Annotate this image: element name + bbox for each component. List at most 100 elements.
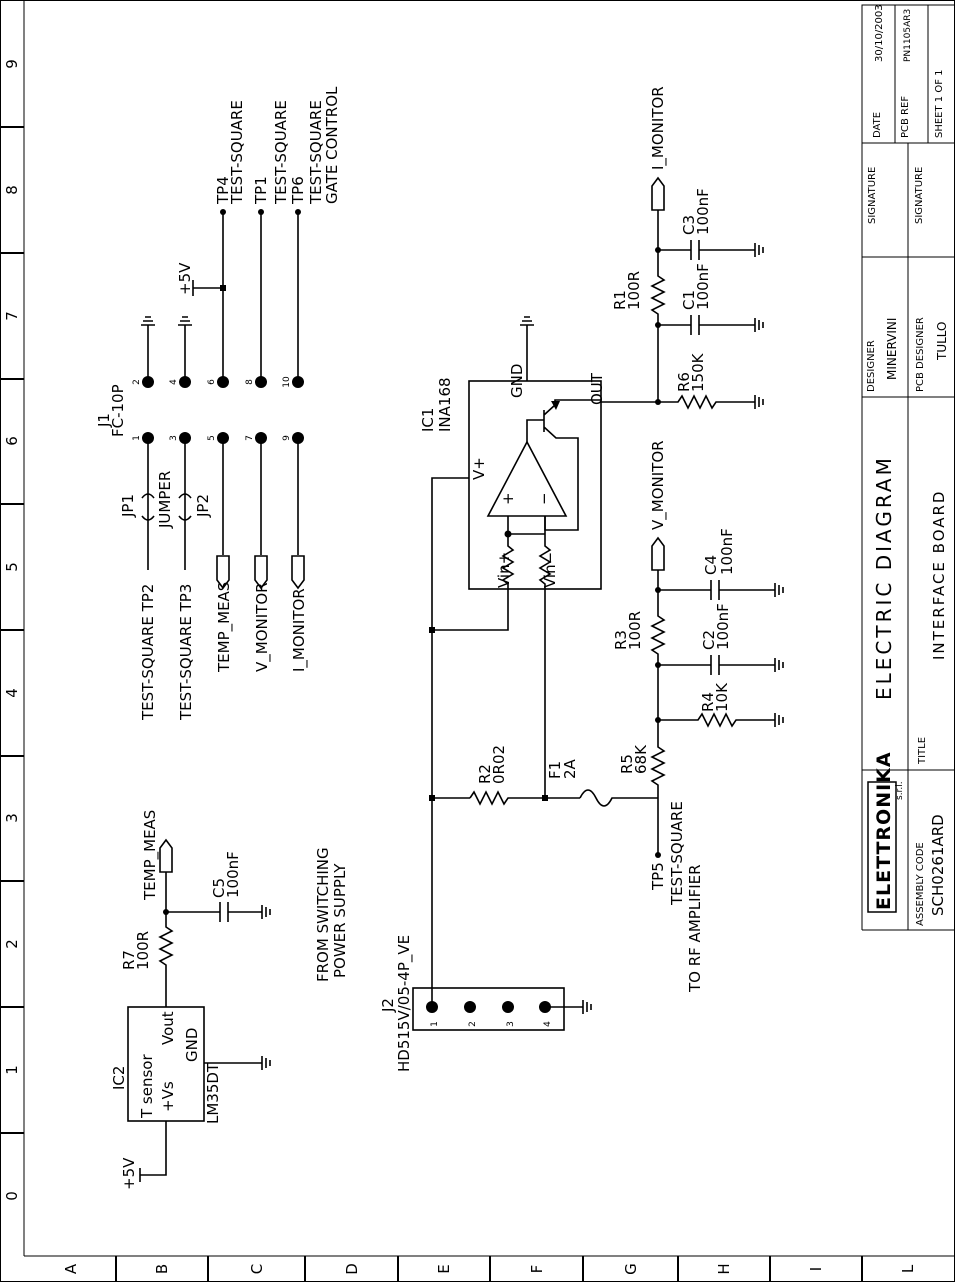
- schematic-label: PN1105AR3: [903, 9, 913, 62]
- r7-resistor: [158, 912, 174, 1007]
- schematic-label: Vout: [159, 1011, 177, 1045]
- connector-j1: J1 FC-10P 1 3 5 7 9 2 4 6 8 10 JP1: [95, 86, 341, 721]
- schematic-label: PCB DESIGNER: [915, 317, 926, 392]
- power-path: R2 0R02 F1 2A: [429, 594, 658, 1005]
- schematic-label: ELECTRIC DIAGRAM: [872, 455, 896, 700]
- opamp-triangle: [486, 440, 568, 517]
- row-label: I: [807, 1267, 825, 1271]
- schematic-label: 68K: [632, 744, 650, 774]
- row-label: F: [528, 1265, 546, 1274]
- f1-fuse: [579, 789, 658, 807]
- frame-column-labels: 0 1 2 3 4 5 6 7 8 9: [3, 59, 21, 1201]
- schematic-label: 6: [207, 379, 217, 385]
- schematic-label: ASSEMBLY CODE: [915, 842, 926, 926]
- schematic-label: 2: [468, 1021, 478, 1027]
- schematic-label: C5: [210, 878, 228, 898]
- schematic-label: 150K: [689, 352, 707, 392]
- i-monitor-port-right: [651, 176, 665, 211]
- ground-icon: [774, 713, 784, 727]
- schematic-label: +5V: [120, 1157, 138, 1190]
- ground-icon: [754, 395, 764, 409]
- row-label: B: [153, 1264, 171, 1274]
- schematic-label: ELETTRONIKA: [873, 751, 895, 910]
- schematic-label: TITLE: [917, 737, 928, 765]
- schematic-label: PCB REF: [900, 96, 911, 138]
- temp-meas-port: [216, 555, 230, 590]
- column-label: 2: [3, 939, 21, 949]
- schematic-label: 100R: [626, 611, 644, 650]
- schematic-label: 3: [169, 435, 179, 441]
- row-label: G: [622, 1263, 640, 1275]
- schematic-label: 30/10/2003: [874, 4, 885, 62]
- jp1-ref: JP1: [119, 494, 137, 518]
- row-label: L: [899, 1264, 917, 1273]
- ground-icon: [178, 316, 192, 326]
- schematic-label: LM35DT: [204, 1062, 222, 1124]
- schematic-label: INTERFACE BOARD: [930, 490, 948, 660]
- schematic-label: SHEET 1 OF 1: [934, 70, 945, 139]
- tp4-name: TEST-SQUARE: [228, 100, 246, 205]
- schematic-label: POWER SUPPLY: [331, 863, 349, 978]
- r5-resistor: [650, 720, 666, 798]
- schematic-label: TO RF AMPLIFIER: [686, 864, 704, 993]
- j1-part: FC-10P: [109, 384, 127, 437]
- column-label: 5: [3, 562, 21, 572]
- schematic-label: TP5: [649, 862, 667, 891]
- schematic-label: TEMP_MEAS: [141, 810, 160, 901]
- schematic-label: R4: [699, 692, 717, 712]
- signal-tp2: TEST-SQUARE TP2: [139, 584, 157, 721]
- column-label: 4: [3, 688, 21, 698]
- schematic-label: C3: [680, 215, 698, 235]
- schematic-label: OUT: [588, 372, 606, 405]
- schematic-label: T sensor: [138, 1054, 156, 1119]
- schematic-label: TULLO: [935, 321, 949, 361]
- row-label: A: [62, 1263, 80, 1274]
- tp1-name: TEST-SQUARE: [272, 100, 290, 205]
- jp2-symbol: [178, 493, 192, 521]
- schematic-label: Vin+: [495, 552, 513, 588]
- schematic-label: 2A: [561, 758, 579, 779]
- schematic-label: +Vs: [159, 1081, 177, 1112]
- r2-resistor: [469, 790, 545, 806]
- schematic-label: GND: [508, 364, 526, 398]
- schematic-label: SIGNATURE: [914, 167, 925, 224]
- schematic-label: 5: [207, 435, 217, 441]
- schematic-label: 0R02: [490, 745, 508, 784]
- schematic-label: +: [499, 492, 517, 505]
- column-label: 7: [3, 311, 21, 321]
- plus5v-label: +5V: [176, 262, 194, 295]
- schematic-label: 100nF: [224, 851, 242, 898]
- signal-tp3: TEST-SQUARE TP3: [177, 584, 195, 721]
- j1-ref: J1: [95, 413, 113, 428]
- frame-row-labels: A B C D E F G H I L: [62, 1263, 917, 1275]
- schematic-label: 100R: [625, 271, 643, 310]
- signal-i-monitor: I_MONITOR: [290, 588, 309, 672]
- c4-capacitor: [658, 580, 775, 600]
- v-monitor-port-right: [651, 536, 665, 571]
- connector-j2: 1 2 3 4 J2 HD515V/05-4P_VE FROM SWITCHIN…: [314, 847, 592, 1072]
- schematic-label: DATE: [872, 112, 883, 138]
- c1-capacitor: [658, 315, 755, 335]
- schematic-label: R2: [476, 764, 494, 784]
- schematic-label: C2: [700, 630, 718, 650]
- schematic-label: Vin−: [541, 552, 559, 588]
- ground-icon: [141, 316, 155, 326]
- ic1-ina168: IC1 INA168 V+ Vin+ Vin− GND OUT + −: [419, 316, 606, 630]
- v-monitor-port: [254, 555, 268, 590]
- schematic-label: 8: [245, 379, 255, 385]
- schematic-label: I_MONITOR: [649, 86, 668, 170]
- schematic-label: −: [535, 492, 553, 505]
- ground-icon: [754, 243, 764, 257]
- schematic-label: FROM SWITCHING: [314, 847, 332, 982]
- schematic-label: SIGNATURE: [867, 167, 878, 224]
- schematic-label: GND: [183, 1028, 201, 1062]
- ground-icon: [204, 1056, 271, 1070]
- tp6-desc: GATE CONTROL: [323, 86, 341, 204]
- schematic-label: 4: [543, 1021, 553, 1027]
- c3-capacitor: [658, 240, 755, 260]
- schematic-label: V_MONITOR: [649, 440, 668, 530]
- i-monitor-port: [291, 555, 305, 590]
- schematic-label: 1: [132, 435, 142, 441]
- ground-icon: [545, 1000, 592, 1014]
- ic2-lm35: IC2 T sensor +Vs Vout GND LM35DT +5V R7 …: [110, 810, 271, 1190]
